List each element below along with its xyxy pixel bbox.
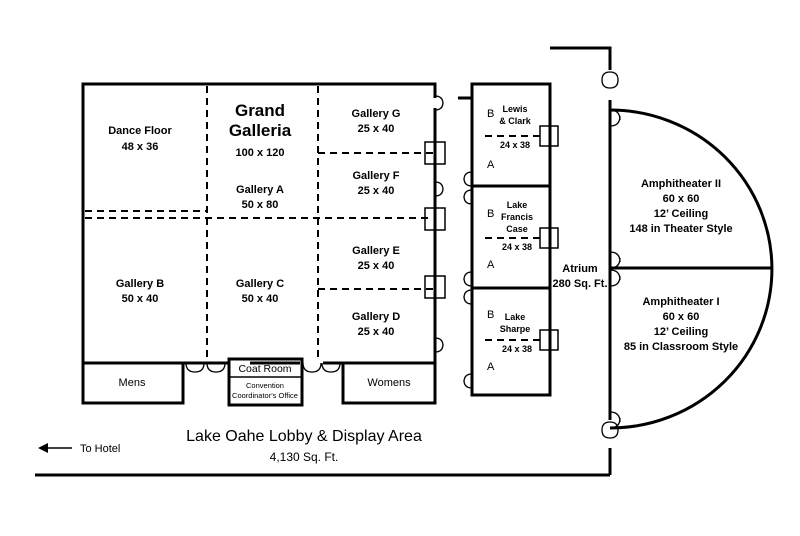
francis-case-size: 24 x 38 bbox=[502, 242, 532, 252]
lewis-clark-section-b: B bbox=[487, 108, 494, 120]
francis-case-name-2: Francis bbox=[501, 212, 533, 222]
gallery-g-name: Gallery G bbox=[352, 108, 401, 120]
francis-case-section-a: A bbox=[487, 259, 495, 271]
amphitheater-2-name: Amphitheater II bbox=[641, 178, 721, 190]
womens-label: Womens bbox=[367, 377, 411, 389]
francis-case-name-3: Case bbox=[506, 224, 528, 234]
grand-galleria-title-2: Galleria bbox=[229, 121, 292, 140]
grand-galleria-size: 100 x 120 bbox=[236, 147, 285, 159]
gallery-b-name: Gallery B bbox=[116, 278, 164, 290]
lewis-clark-section-a: A bbox=[487, 159, 495, 171]
to-hotel-arrow-icon bbox=[38, 443, 72, 453]
lobby-boundary bbox=[35, 468, 612, 477]
gallery-f-name: Gallery F bbox=[352, 170, 399, 182]
lake-sharpe-name-2: Sharpe bbox=[500, 324, 531, 334]
convention-office-label-2: Coordinator's Office bbox=[232, 391, 298, 400]
amphitheater-2-ceiling: 12’ Ceiling bbox=[654, 208, 708, 220]
main-hall-doors bbox=[185, 95, 446, 373]
dance-floor-name: Dance Floor bbox=[108, 125, 172, 137]
francis-case-section-b: B bbox=[487, 208, 494, 220]
lake-sharpe-name-1: Lake bbox=[505, 312, 526, 322]
gallery-a-size: 50 x 80 bbox=[242, 199, 279, 211]
lake-sharpe-size: 24 x 38 bbox=[502, 344, 532, 354]
amphitheater-1-ceiling: 12’ Ceiling bbox=[654, 326, 708, 338]
gallery-b-size: 50 x 40 bbox=[122, 293, 159, 305]
gallery-a-name: Gallery A bbox=[236, 184, 284, 196]
francis-case-name-1: Lake bbox=[507, 200, 528, 210]
gallery-c-name: Gallery C bbox=[236, 278, 284, 290]
amphitheater-1-capacity: 85 in Classroom Style bbox=[624, 341, 738, 353]
amphitheater-2-capacity: 148 in Theater Style bbox=[629, 223, 732, 235]
meeting-rooms-block bbox=[458, 82, 559, 397]
lobby-size: 4,130 Sq. Ft. bbox=[270, 450, 339, 464]
gallery-c-size: 50 x 40 bbox=[242, 293, 279, 305]
lewis-clark-name-2: & Clark bbox=[499, 116, 532, 126]
gallery-f-size: 25 x 40 bbox=[358, 185, 395, 197]
gallery-e-size: 25 x 40 bbox=[358, 260, 395, 272]
lewis-clark-name-1: Lewis bbox=[502, 104, 527, 114]
gallery-d-size: 25 x 40 bbox=[358, 326, 395, 338]
gallery-e-name: Gallery E bbox=[352, 245, 400, 257]
amphitheater-block bbox=[550, 46, 774, 468]
gallery-g-size: 25 x 40 bbox=[358, 123, 395, 135]
dance-floor-size: 48 x 36 bbox=[122, 141, 159, 153]
amphitheater-1-name: Amphitheater I bbox=[642, 296, 719, 308]
lobby-name: Lake Oahe Lobby & Display Area bbox=[186, 428, 422, 445]
convention-office-label-1: Convention bbox=[246, 381, 284, 390]
lake-sharpe-section-b: B bbox=[487, 309, 494, 321]
atrium-name: Atrium bbox=[562, 263, 598, 275]
mens-label: Mens bbox=[119, 377, 146, 389]
gallery-d-name: Gallery D bbox=[352, 311, 400, 323]
atrium-size: 280 Sq. Ft. bbox=[552, 278, 607, 290]
main-hall-partitions bbox=[85, 86, 433, 361]
grand-galleria-title-1: Grand bbox=[235, 101, 285, 120]
amphitheater-2-size: 60 x 60 bbox=[663, 193, 700, 205]
coat-room-label: Coat Room bbox=[238, 363, 291, 375]
amphitheater-1-size: 60 x 60 bbox=[663, 311, 700, 323]
lewis-clark-size: 24 x 38 bbox=[500, 140, 530, 150]
lake-sharpe-section-a: A bbox=[487, 361, 495, 373]
to-hotel-label: To Hotel bbox=[80, 443, 120, 455]
